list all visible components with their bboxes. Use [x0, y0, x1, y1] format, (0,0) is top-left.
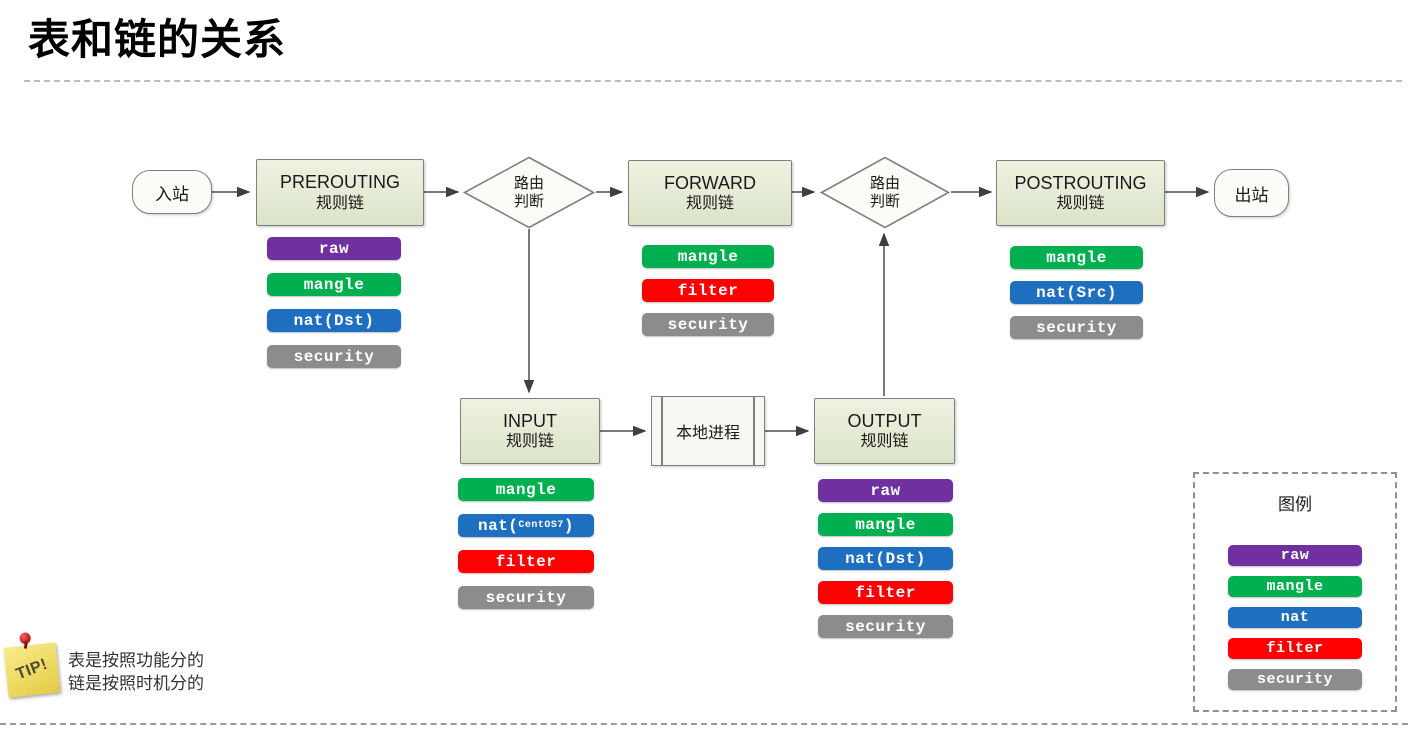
- nat-table-badge: nat(Src): [1010, 281, 1143, 304]
- legend-items: raw mangle nat filter security: [1228, 545, 1362, 690]
- input-chain-name: INPUT: [503, 410, 557, 431]
- mangle-table-badge: mangle: [1228, 576, 1362, 597]
- legend-box: 图例 raw mangle nat filter security: [1193, 472, 1397, 712]
- routing-decision-2: 路由 判断: [820, 156, 950, 229]
- page-title: 表和链的关系: [28, 16, 287, 63]
- routing-decision-2-line2: 判断: [869, 192, 900, 210]
- local-process-node: 本地进程: [651, 396, 765, 466]
- prerouting-chain-subtitle: 规则链: [315, 194, 364, 212]
- postrouting-chain-subtitle: 规则链: [1056, 195, 1105, 213]
- routing-decision-2-line1: 路由: [869, 174, 900, 192]
- filter-table-badge: filter: [1228, 638, 1362, 659]
- tip-line-2: 链是按照时机分的: [68, 673, 204, 693]
- security-table-badge: security: [458, 586, 594, 609]
- output-chain-node: OUTPUT 规则链: [814, 398, 955, 464]
- diamond-shape: [463, 156, 595, 229]
- mangle-table-badge: mangle: [1010, 246, 1143, 269]
- tip-label: TIP!: [13, 655, 50, 684]
- nat-table-badge: nat: [1228, 607, 1362, 628]
- outbound-label: 出站: [1234, 185, 1269, 205]
- input-chain-subtitle: 规则链: [505, 433, 554, 451]
- raw-table-badge: raw: [818, 479, 953, 502]
- routing-decision-1-line1: 路由: [513, 174, 544, 192]
- raw-table-badge: raw: [1228, 545, 1362, 566]
- input-tables: mangle nat(CentOS7) filter security: [458, 478, 594, 609]
- diamond-shape: [820, 156, 950, 229]
- forward-chain-node: FORWARD 规则链: [628, 160, 792, 226]
- mangle-table-badge: mangle: [642, 245, 774, 268]
- forward-tables: mangle filter security: [642, 245, 774, 336]
- prerouting-tables: raw mangle nat(Dst) security: [267, 237, 401, 368]
- mangle-table-badge: mangle: [818, 513, 953, 536]
- security-table-badge: security: [1228, 669, 1362, 690]
- inbound-label: 入站: [155, 184, 189, 204]
- tip-note: TIP! 表是按照功能分的 链是按照时机分的: [3, 628, 204, 698]
- postrouting-chain-node: POSTROUTING 规则链: [996, 160, 1165, 226]
- filter-table-badge: filter: [458, 550, 594, 573]
- security-table-badge: security: [267, 345, 401, 368]
- security-table-badge: security: [1010, 316, 1143, 339]
- legend-title: 图例: [1278, 495, 1312, 514]
- postrouting-tables: mangle nat(Src) security: [1010, 246, 1143, 339]
- raw-table-badge: raw: [267, 237, 401, 260]
- nat-table-badge: nat(Dst): [267, 309, 401, 332]
- nat-table-badge: nat(CentOS7): [458, 514, 594, 537]
- routing-decision-1-line2: 判断: [513, 192, 544, 210]
- input-chain-node: INPUT 规则链: [460, 398, 600, 464]
- output-chain-subtitle: 规则链: [860, 433, 909, 451]
- output-chain-name: OUTPUT: [847, 410, 922, 431]
- title-divider: [24, 80, 1402, 82]
- forward-chain-name: FORWARD: [664, 172, 756, 193]
- sticky-note-icon: TIP!: [3, 631, 61, 698]
- mangle-table-badge: mangle: [267, 273, 401, 296]
- filter-table-badge: filter: [642, 279, 774, 302]
- outbound-node: 出站: [1214, 169, 1289, 217]
- security-table-badge: security: [818, 615, 953, 638]
- tip-text: 表是按照功能分的 链是按照时机分的: [68, 650, 204, 696]
- bottom-divider: [0, 723, 1408, 725]
- filter-table-badge: filter: [818, 581, 953, 604]
- inbound-node: 入站: [132, 170, 212, 214]
- nat-table-badge: nat(Dst): [818, 547, 953, 570]
- forward-chain-subtitle: 规则链: [685, 195, 734, 213]
- postrouting-chain-name: POSTROUTING: [1014, 172, 1147, 193]
- security-table-badge: security: [642, 313, 774, 336]
- routing-decision-1: 路由 判断: [463, 156, 595, 229]
- output-tables: raw mangle nat(Dst) filter security: [818, 479, 953, 638]
- tip-line-1: 表是按照功能分的: [68, 651, 204, 670]
- mangle-table-badge: mangle: [458, 478, 594, 501]
- prerouting-chain-name: PREROUTING: [279, 172, 400, 193]
- prerouting-chain-node: PREROUTING 规则链: [256, 159, 424, 226]
- pushpin-icon: [19, 631, 32, 645]
- local-process-label: 本地进程: [675, 425, 740, 442]
